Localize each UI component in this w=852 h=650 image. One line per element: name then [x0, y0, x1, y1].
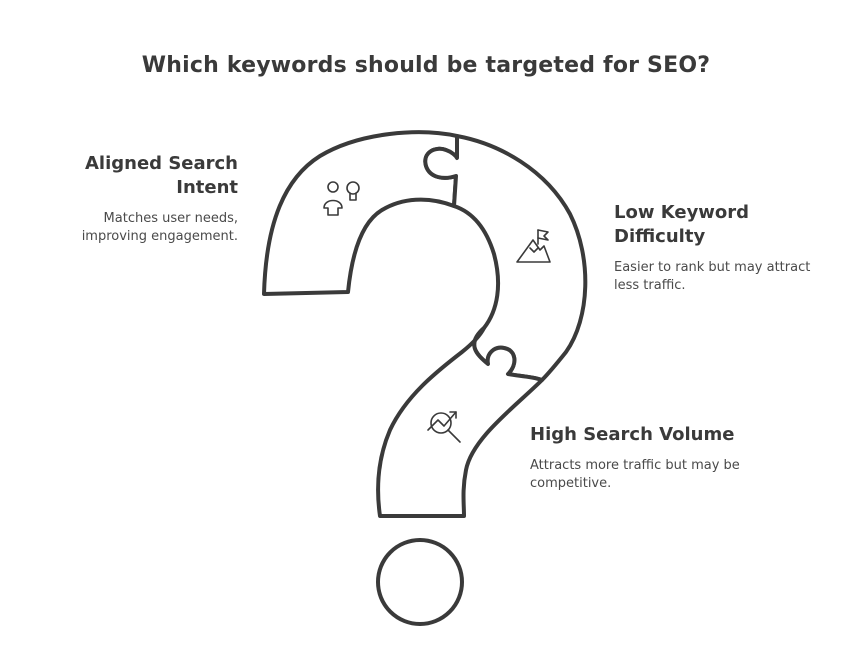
section-heading: Aligned Search Intent: [84, 153, 238, 198]
magnifier-trend-icon: [427, 411, 461, 443]
section-description: Matches user needs, improving engagement…: [81, 211, 238, 244]
diagram-title: Which keywords should be targeted for SE…: [141, 53, 711, 78]
section-heading: Low Keyword Difficulty: [614, 202, 750, 247]
section-description: Easier to rank but may attract less traf…: [614, 260, 811, 293]
mountain-flag-icon: [516, 229, 551, 263]
user-lightbulb-icon: [323, 181, 360, 216]
puzzle-piece-volume: [376, 326, 544, 518]
section-high-search-volume: High Search Volume Attracts more traffic…: [530, 423, 770, 493]
section-aligned-search-intent: Aligned Search Intent Matches user needs…: [40, 152, 238, 246]
section-heading: High Search Volume: [530, 424, 735, 445]
section-description: Attracts more traffic but may be competi…: [530, 458, 740, 491]
section-low-keyword-difficulty: Low Keyword Difficulty Easier to rank bu…: [614, 201, 814, 295]
question-mark-dot: [376, 538, 464, 626]
puzzle-piece-difficulty: [423, 134, 588, 382]
